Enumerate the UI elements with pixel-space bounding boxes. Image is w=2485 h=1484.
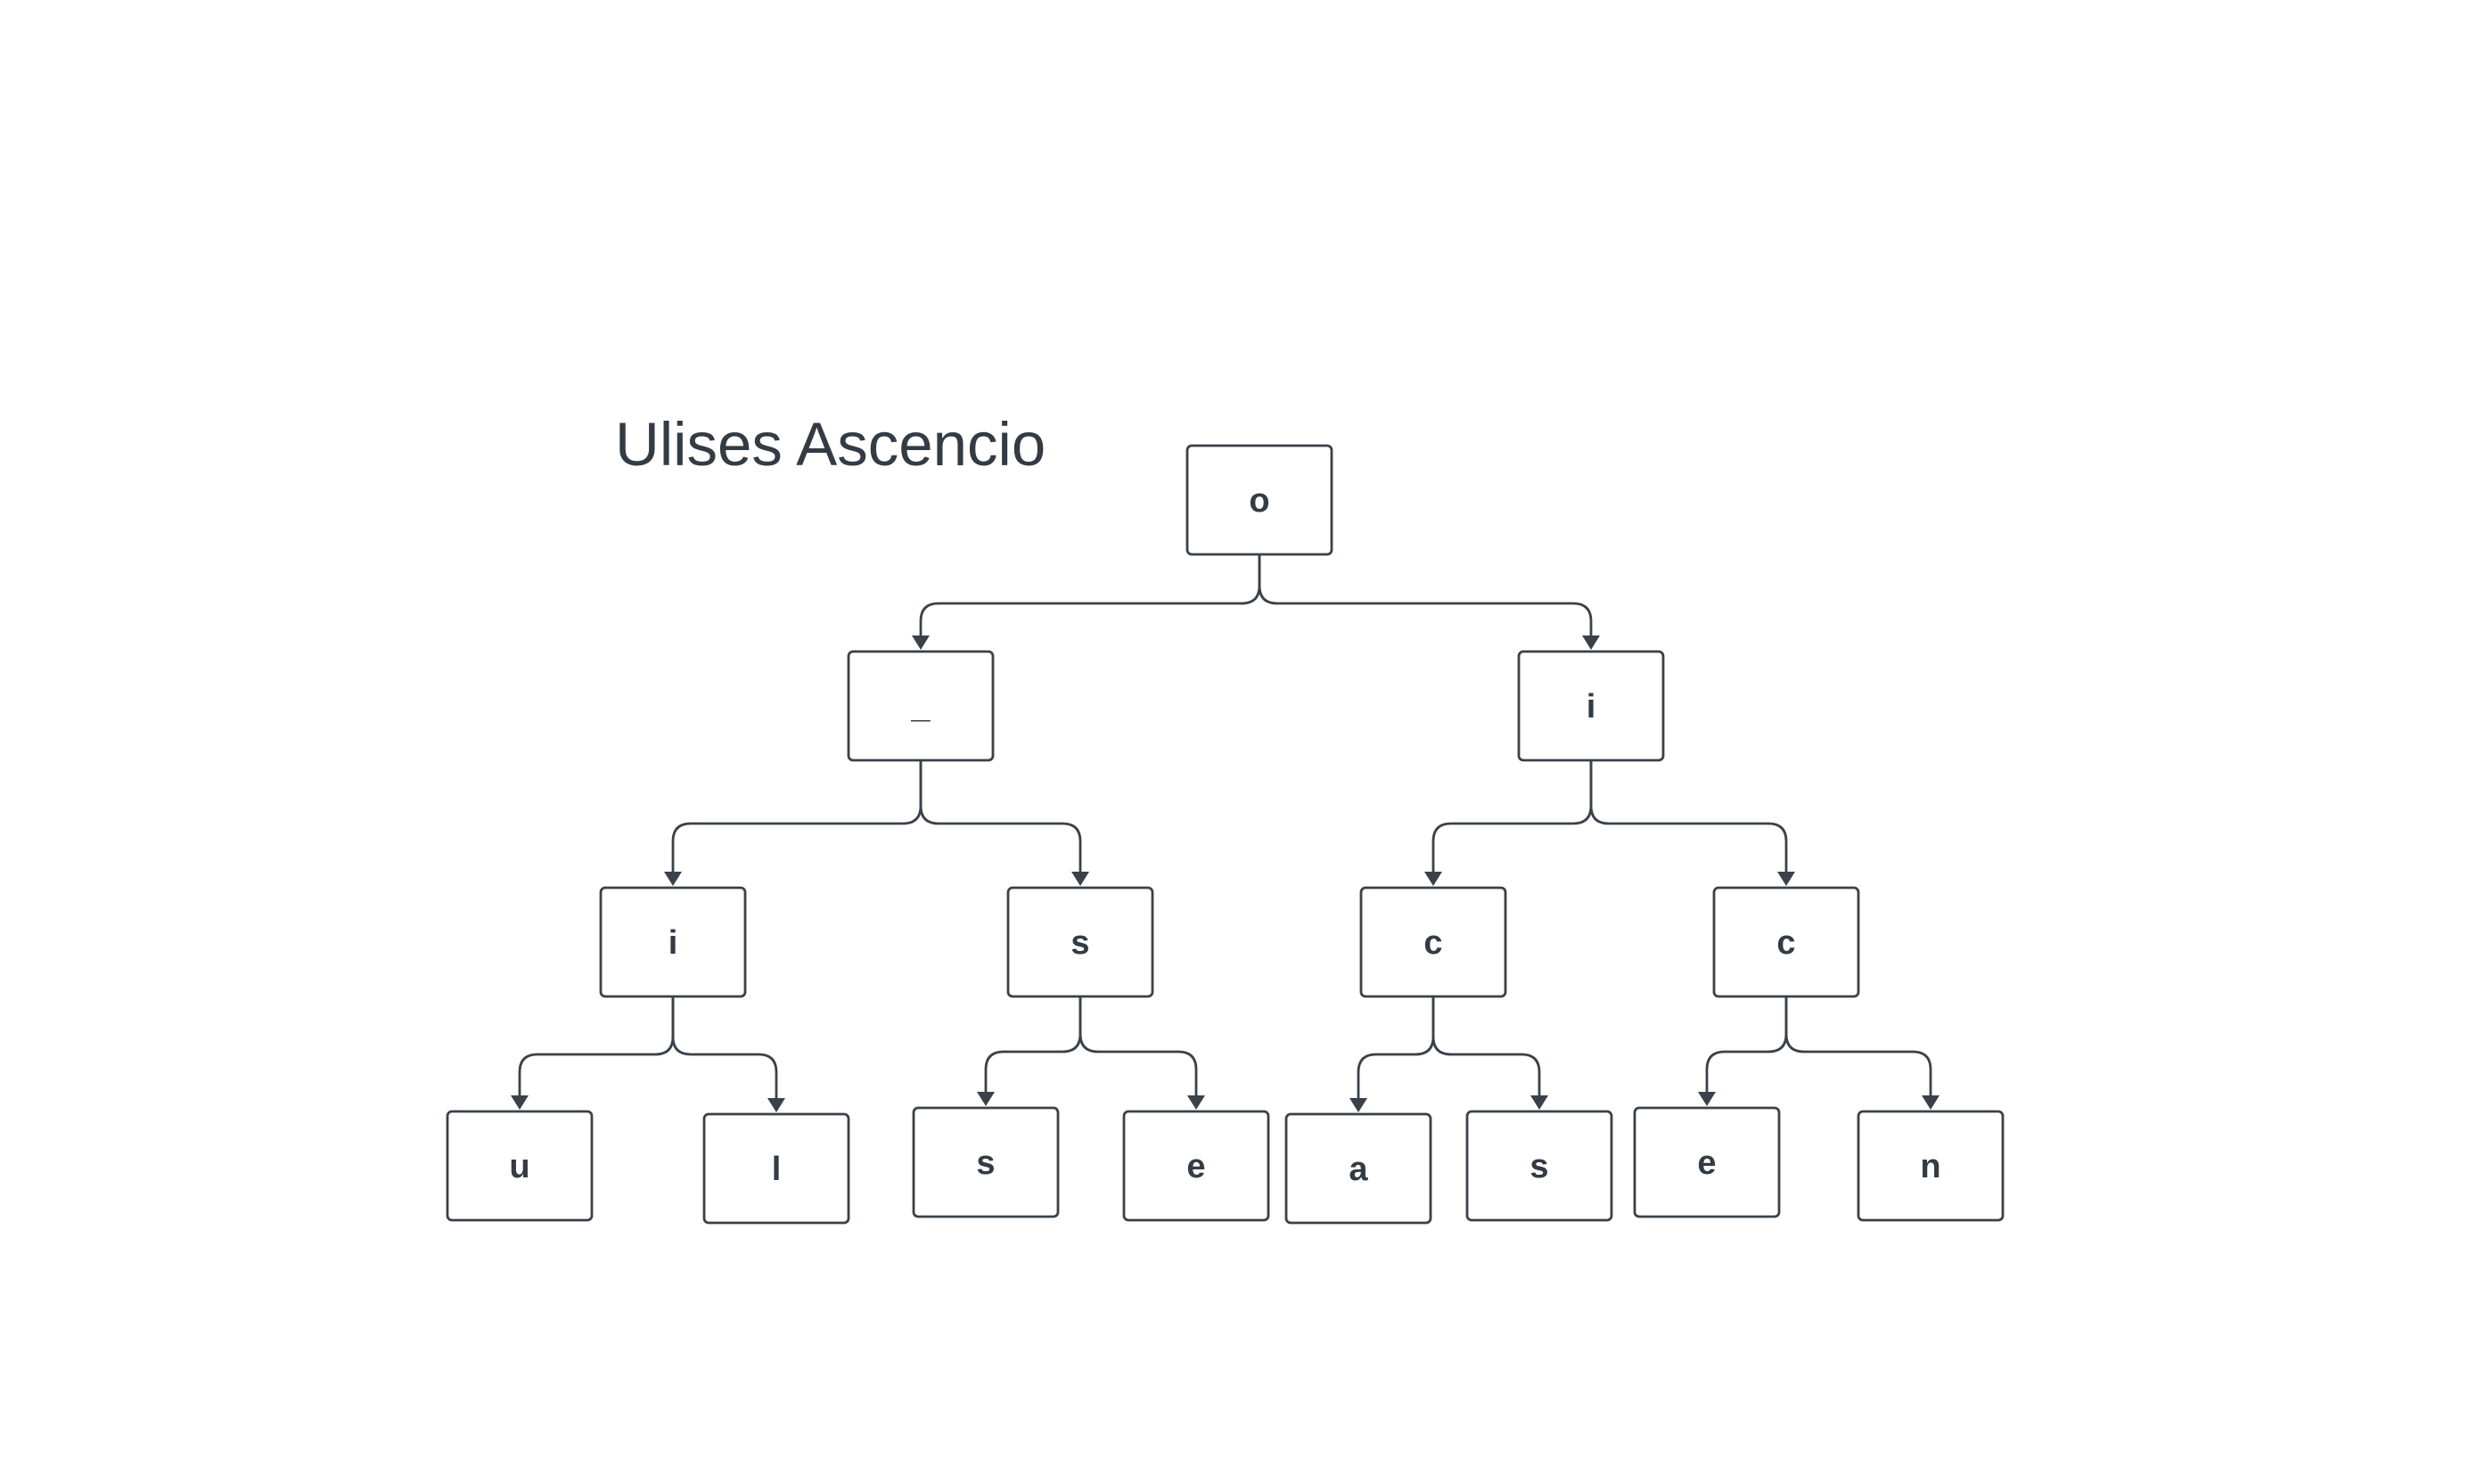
- arrowhead-icon: [1698, 1092, 1716, 1106]
- node-box: [1712, 886, 1860, 998]
- node-box: [1465, 1110, 1613, 1222]
- arrowhead-icon: [1777, 872, 1795, 886]
- edges-layer: [511, 554, 1940, 1112]
- tree-node: s: [1006, 886, 1154, 998]
- arrowhead-icon: [1071, 872, 1089, 886]
- connector-n3-n8: [671, 996, 778, 1098]
- node-box: [446, 1110, 594, 1222]
- tree-node: n: [1857, 1110, 2005, 1222]
- node-label: e: [1697, 1144, 1716, 1182]
- node-box: [1633, 1106, 1781, 1218]
- connector-n2-n5: [1431, 760, 1593, 872]
- node-box: [1284, 1112, 1432, 1225]
- connector-n0-n1: [919, 554, 1261, 635]
- node-label: c: [1423, 924, 1442, 962]
- arrowhead-icon: [664, 872, 682, 886]
- node-box: [702, 1112, 850, 1225]
- node-label: a: [1349, 1151, 1368, 1188]
- tree-node: u: [446, 1110, 594, 1222]
- node-label: s: [1530, 1148, 1548, 1185]
- node-box: [1185, 444, 1333, 556]
- arrowhead-icon: [767, 1098, 785, 1112]
- arrowhead-icon: [1582, 635, 1600, 650]
- connector-n1-n4: [919, 760, 1082, 872]
- tree-node: a: [1284, 1112, 1432, 1225]
- tree-node: i: [599, 886, 747, 998]
- connector-n3-n7: [518, 996, 675, 1095]
- node-label: i: [668, 924, 678, 962]
- connector-n1-n3: [671, 760, 923, 872]
- connector-n0-n2: [1258, 554, 1593, 635]
- connector-n4-n10: [1078, 996, 1198, 1095]
- tree-node: i: [1517, 650, 1665, 762]
- node-label: s: [976, 1144, 995, 1182]
- connector-n6-n14: [1784, 996, 1932, 1095]
- node-box: [912, 1106, 1060, 1218]
- node-box: [1122, 1110, 1270, 1222]
- node-label: e: [1186, 1148, 1205, 1185]
- node-box: [1006, 886, 1154, 998]
- node-box: [1359, 886, 1507, 998]
- tree-node: l: [702, 1112, 850, 1225]
- tree-node: e: [1122, 1110, 1270, 1222]
- arrowhead-icon: [1530, 1095, 1548, 1110]
- node-label: c: [1776, 924, 1795, 962]
- tree-node: c: [1712, 886, 1860, 998]
- connector-n5-n11: [1357, 996, 1435, 1098]
- node-label: u: [509, 1148, 529, 1185]
- tree-node: s: [1465, 1110, 1613, 1222]
- connector-n6-n13: [1705, 996, 1788, 1092]
- node-label: l: [772, 1151, 782, 1188]
- node-label: o: [1249, 482, 1269, 520]
- node-box: [1517, 650, 1665, 762]
- tree-node: o: [1185, 444, 1333, 556]
- arrowhead-icon: [977, 1092, 995, 1106]
- arrowhead-icon: [1922, 1095, 1940, 1110]
- connector-n2-n6: [1589, 760, 1788, 872]
- node-box: [599, 886, 747, 998]
- arrowhead-icon: [1349, 1098, 1367, 1112]
- node-label: s: [1070, 924, 1089, 962]
- node-box: [1857, 1110, 2005, 1222]
- tree-node: e: [1633, 1106, 1781, 1218]
- arrowhead-icon: [511, 1095, 529, 1110]
- tree-node: _: [847, 650, 995, 762]
- tree-node: c: [1359, 886, 1507, 998]
- arrowhead-icon: [1424, 872, 1442, 886]
- node-label: n: [1920, 1148, 1940, 1185]
- arrowhead-icon: [912, 635, 930, 650]
- node-box: [847, 650, 995, 762]
- connector-n5-n12: [1431, 996, 1541, 1095]
- tree-node: s: [912, 1106, 1060, 1218]
- connector-n4-n9: [984, 996, 1082, 1092]
- arrowhead-icon: [1187, 1095, 1205, 1110]
- node-label: _: [910, 688, 931, 726]
- diagram-title: Ulises Ascencio: [615, 410, 1046, 479]
- node-label: i: [1587, 688, 1596, 726]
